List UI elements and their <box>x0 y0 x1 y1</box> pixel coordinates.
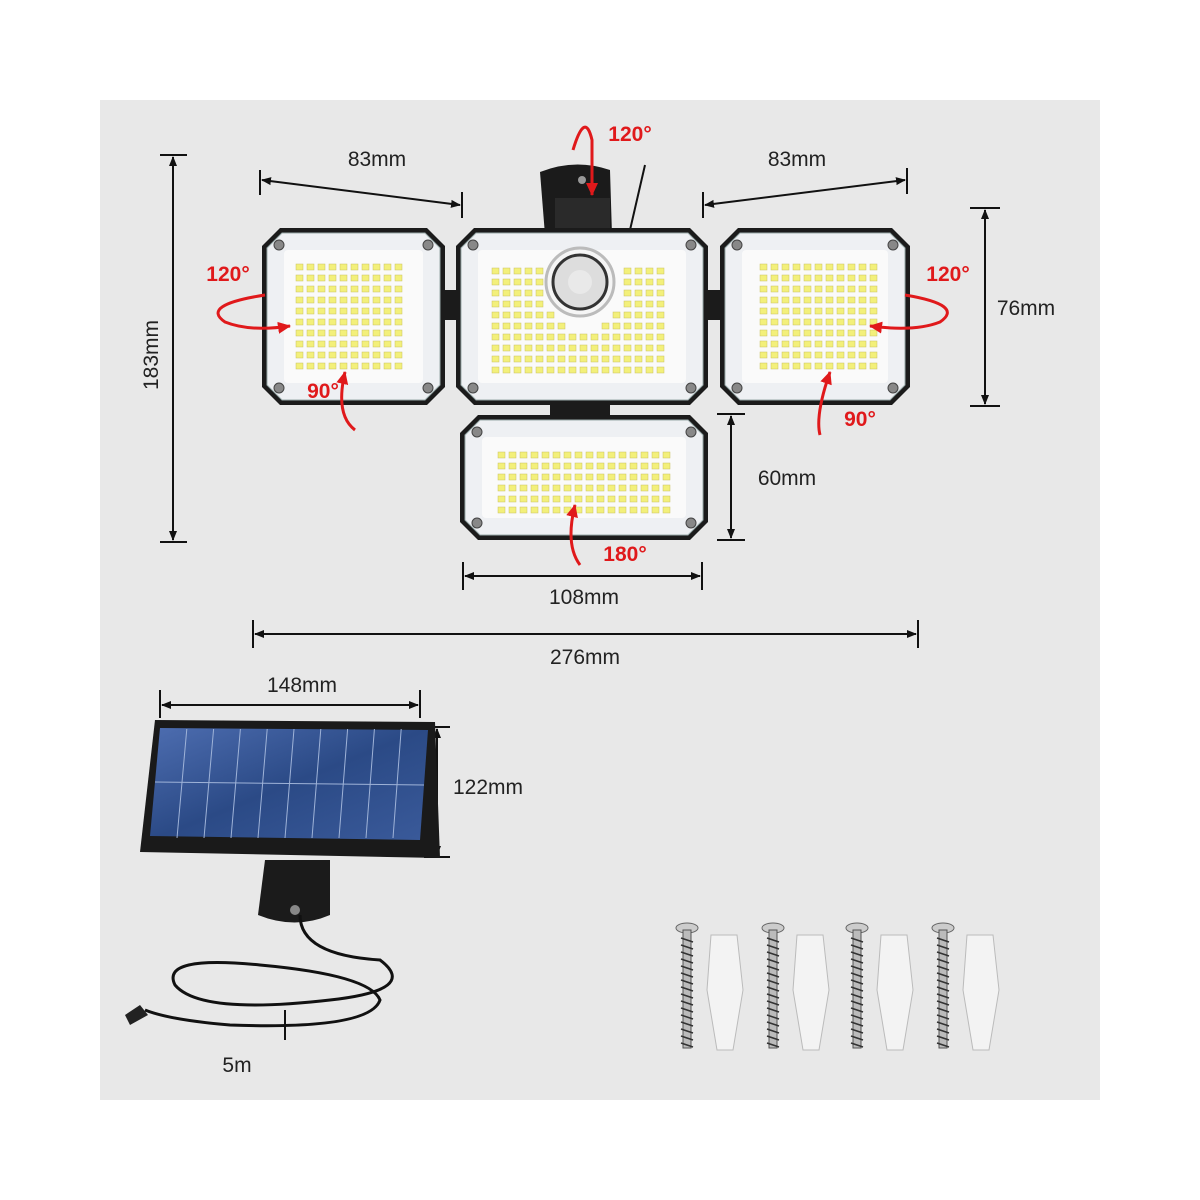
solar-panel <box>125 720 440 1028</box>
dim-total-height: 183mm <box>140 320 163 390</box>
dim-bottom-panel-width: 108mm <box>549 586 619 609</box>
angle-left-vertical: 90° <box>307 380 339 403</box>
dim-right-panel-width: 83mm <box>768 148 826 171</box>
dim-side-panel-height: 76mm <box>997 297 1055 320</box>
angle-right-horizontal: 120° <box>926 263 969 286</box>
dim-solar-height: 122mm <box>453 776 523 799</box>
dim-solar-width: 148mm <box>267 674 337 697</box>
screw-and-anchor <box>675 922 744 1051</box>
angle-right-vertical: 90° <box>844 408 876 431</box>
dim-bottom-panel-height: 60mm <box>758 467 816 490</box>
right-lamp-panel <box>720 228 910 405</box>
dim-cable-length: 5m <box>222 1054 251 1077</box>
dim-left-panel-width: 83mm <box>348 148 406 171</box>
angle-bottom: 180° <box>603 543 646 566</box>
mounting-hardware <box>675 922 1000 1051</box>
dimension-lines <box>159 154 1000 1040</box>
motion-sensor <box>544 246 616 318</box>
mount-bracket <box>445 164 721 418</box>
angle-left-horizontal: 120° <box>206 263 249 286</box>
screw-and-anchor <box>761 922 830 1051</box>
screw-and-anchor <box>931 922 1000 1051</box>
rotation-arrows <box>216 125 949 566</box>
angle-top: 120° <box>608 123 651 146</box>
left-lamp-panel <box>262 228 445 405</box>
dim-total-width: 276mm <box>550 646 620 669</box>
screw-and-anchor <box>845 922 914 1051</box>
bottom-lamp-panel <box>460 415 708 540</box>
